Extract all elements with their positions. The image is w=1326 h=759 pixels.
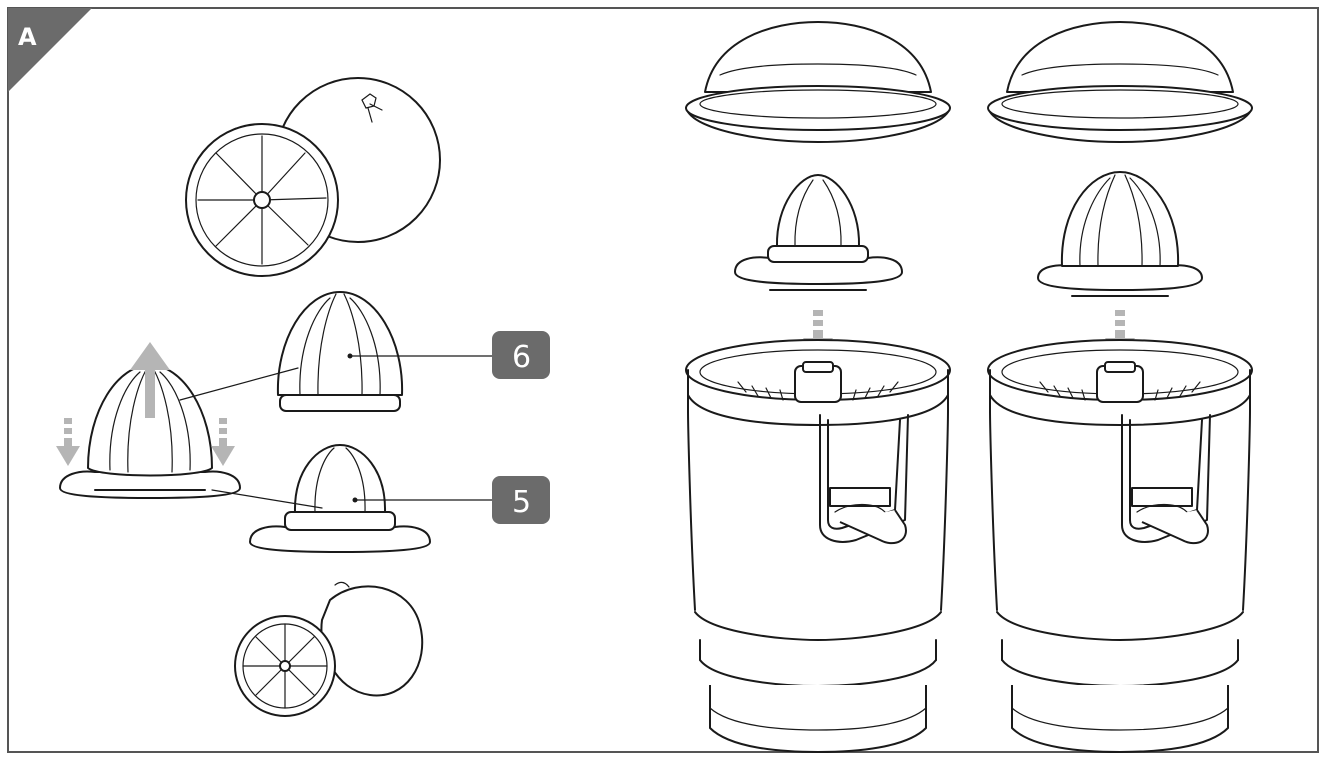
small-reamer-cone [249, 444, 431, 553]
dust-cover-lid [685, 21, 951, 143]
dust-cover-lid [987, 21, 1253, 143]
panel-label: A [18, 23, 37, 51]
juicer-base [987, 339, 1253, 753]
callout-badge-5: 5 [492, 476, 550, 524]
callout-label: 5 [512, 485, 531, 520]
callout-label: 6 [512, 340, 531, 375]
large-reamer-cone [276, 291, 404, 412]
juicer-unit-left [685, 21, 951, 753]
callout-leaders [179, 353, 493, 509]
callout-badge-6: 6 [492, 331, 550, 379]
up-arrow-icon [130, 342, 170, 418]
down-arrow-icon [211, 418, 235, 466]
diagram-frame [7, 7, 1319, 753]
juicer-unit-right [987, 21, 1253, 753]
reamer-cone-large [1037, 171, 1203, 297]
reamer-cone-small [734, 174, 903, 291]
orange-illustration [185, 77, 441, 277]
panel-corner-tab: A [8, 8, 92, 92]
down-arrow-icon [56, 418, 80, 466]
assembled-cone [56, 342, 241, 499]
juicer-base [685, 339, 951, 753]
lemon-illustration [234, 581, 424, 717]
